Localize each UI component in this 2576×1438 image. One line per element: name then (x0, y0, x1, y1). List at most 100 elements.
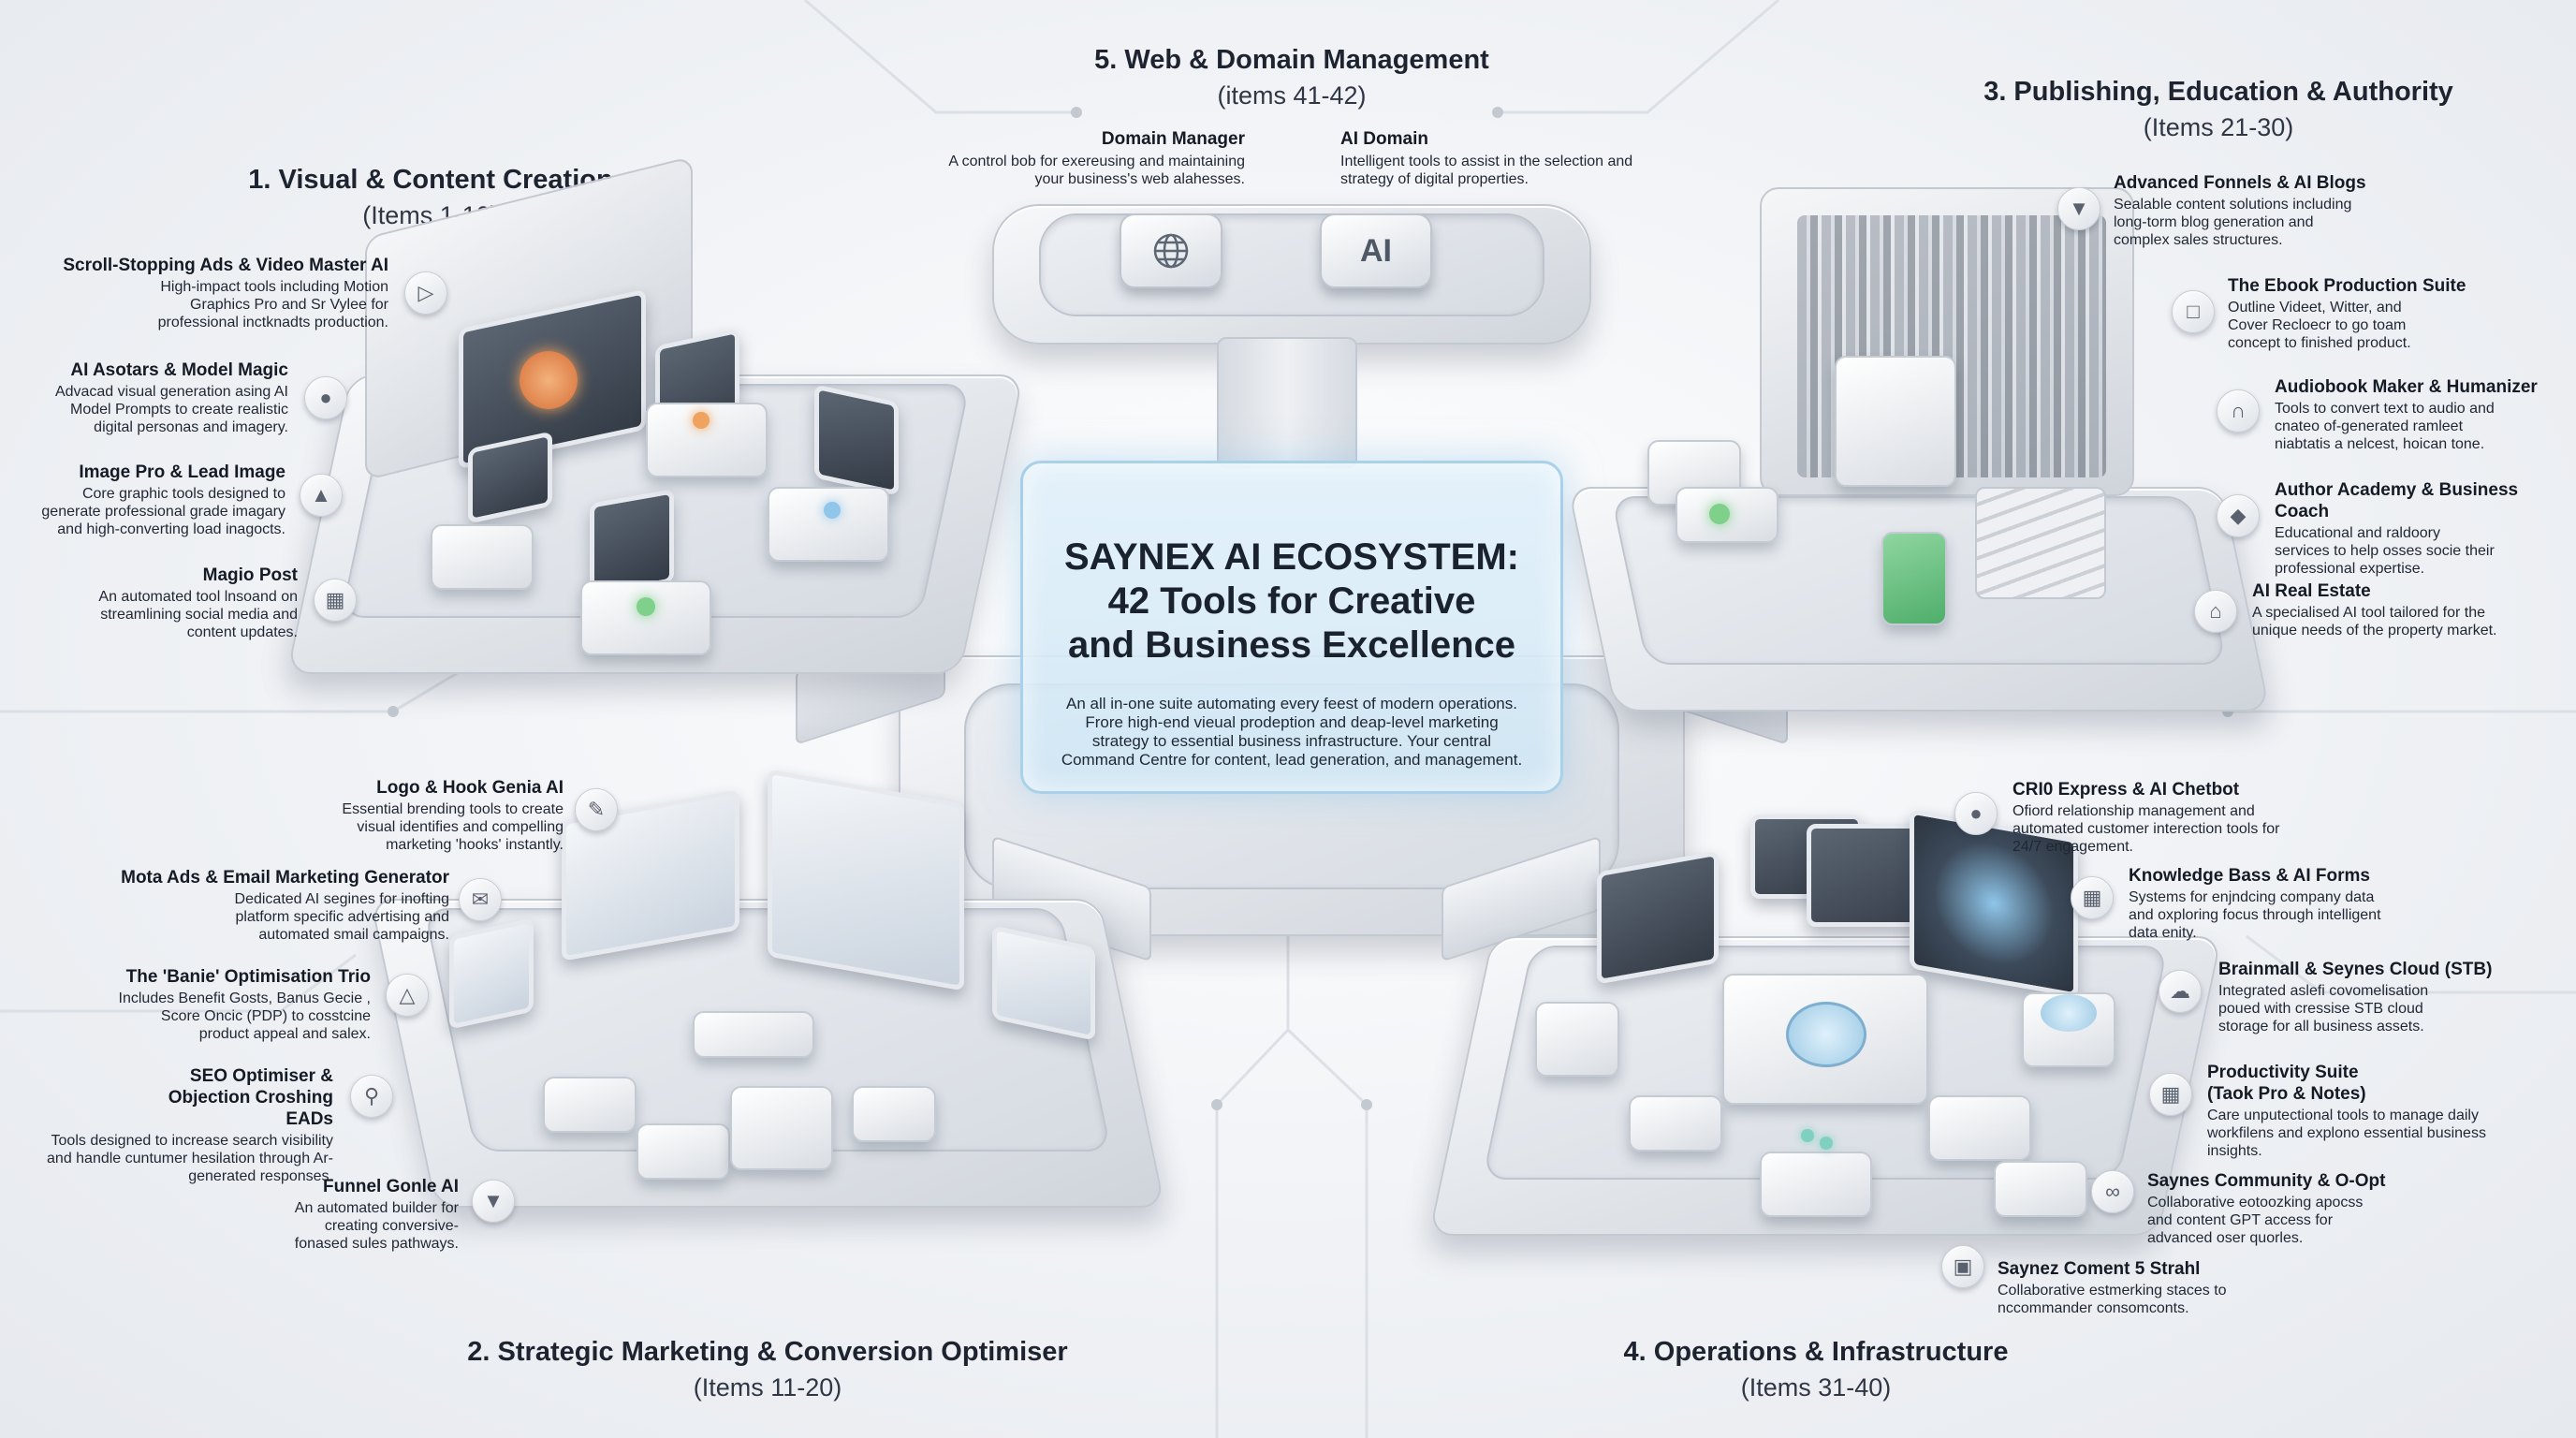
ops-stairs (1994, 1161, 2087, 1217)
item-description: Includes Benefit Gosts, Banus Gecie , Sc… (118, 990, 371, 1042)
item-title: Author Academy & Business Coach (2275, 480, 2519, 521)
hub-title-line-2: 42 Tools for Creative (1107, 580, 1476, 622)
item-title: Logo & Hook Genia AI (376, 778, 564, 798)
item-title: Saynes Community & O-Opt (2147, 1171, 2386, 1191)
item-description: A control bob for exereusing and maintai… (948, 154, 1245, 187)
item-description: Sealable content solutions including lon… (2114, 197, 2352, 248)
item-title: CRI0 Express & AI Chetbot (2012, 780, 2240, 800)
marketing-funnel-cube (730, 1086, 833, 1170)
item-title: Mota Ads & Email Marketing Generator (121, 868, 449, 888)
item-title: SEO Optimiser & Objection Croshing EADs (168, 1066, 333, 1129)
globe-icon (1786, 1002, 1866, 1067)
visual-item-3: Image Pro & Lead Image Core graphic tool… (0, 462, 285, 538)
item-description: A specialised AI tool tailored for the u… (2252, 605, 2497, 638)
item-description: High-impact tools including Motion Graph… (157, 279, 388, 330)
person-icon: ● (304, 376, 347, 419)
form-icon: ▦ (2071, 876, 2114, 919)
item-title: AI Asotars & Model Magic (70, 360, 288, 380)
section-3-heading: 3. Publishing, Education & Authority (It… (1928, 77, 2509, 142)
funnel-icon: ▼ (472, 1180, 515, 1223)
ops-item-4: Productivity Suite (Taok Pro & Notes) Ca… (2207, 1062, 2525, 1160)
item-title: AI Domain (1340, 129, 1428, 149)
item-description: Educational and raldoory services to hel… (2275, 525, 2495, 577)
item-description: Tools designed to increase search visibi… (47, 1133, 333, 1184)
section-4-heading: 4. Operations & Infrastructure (Items 31… (1507, 1337, 2125, 1402)
ops-item-1: CRI0 Express & AI Chetbot Ofiord relatio… (2012, 779, 2293, 856)
publishing-item-3: Audiobook Maker & Humanizer Tools to con… (2275, 376, 2555, 453)
visual-cube-3 (768, 487, 889, 562)
status-light-teal (1801, 1129, 1814, 1142)
item-title: Saynez Coment 5 Strahl (1998, 1259, 2201, 1279)
item-title: Funnel Gonle AI (323, 1177, 459, 1196)
team-icon: ● (1954, 792, 1998, 835)
grid-icon: ▦ (2149, 1073, 2192, 1116)
item-description: Tools to convert text to audio and cnate… (2275, 401, 2495, 452)
visual-cube-1 (431, 524, 534, 590)
item-title: The 'Banie' Optimisation Trio (125, 967, 371, 987)
ai-domain-key: AI (1320, 213, 1432, 288)
hub-glass-panel (1020, 461, 1563, 794)
cloud-icon: ☁ (2159, 970, 2202, 1013)
headphones-icon: ∩ (2217, 389, 2260, 433)
book-icon: □ (2172, 290, 2215, 333)
graduation-cap-icon: ◆ (2217, 494, 2260, 537)
ai-chip-icon: AI (1360, 232, 1392, 269)
ops-item-3: Brainmall & Seynes Cloud (STB) Integrate… (2166, 959, 2559, 1035)
hub-title-line-1: SAYNEX AI ECOSYSTEM: (1063, 536, 1520, 578)
status-light-teal-2 (1820, 1137, 1833, 1150)
email-icon: ✉ (459, 878, 502, 921)
marketing-cube-3 (693, 1011, 814, 1058)
section-4-title: 4. Operations & Infrastructure (1623, 1337, 2009, 1367)
visual-item-4: Magio Post An automated tool lnsoand on … (0, 565, 298, 641)
calendar-icon: ▦ (314, 579, 357, 622)
item-title: Magio Post (202, 565, 298, 585)
house-icon: ⌂ (2194, 590, 2237, 633)
item-description: An automated builder for creating conver… (294, 1200, 459, 1252)
ops-cube-3 (1760, 1152, 1872, 1217)
item-title: Domain Manager (1101, 129, 1245, 149)
ops-monitor-1 (1597, 850, 1719, 985)
item-title: Audiobook Maker & Humanizer (2275, 377, 2538, 397)
item-title: The Ebook Production Suite (2228, 276, 2466, 296)
visual-cube-4 (580, 580, 711, 655)
ops-item-2: Knowledge Bass & AI Forms Systems for en… (2129, 865, 2409, 942)
web-item-domain-manager: Domain Manager A control bob for exereus… (936, 129, 1245, 188)
item-title-line-2: (Taok Pro & Notes) (2207, 1084, 2366, 1104)
marketing-cube-1 (543, 1077, 637, 1133)
section-2-range: (Items 11-20) (693, 1373, 842, 1401)
hub-description: An all in-one suite automating every fee… (1061, 695, 1523, 769)
visual-card-screen (814, 384, 899, 496)
item-description: Dedicated AI segines for inofting platfo… (234, 891, 449, 943)
ops-item-6: Saynez Coment 5 Strahl Collaborative est… (1998, 1258, 2278, 1317)
item-title: Knowledge Bass & AI Forms (2129, 866, 2370, 886)
item-title: Image Pro & Lead Image (79, 462, 285, 482)
play-icon (520, 351, 578, 409)
section-5-title: 5. Web & Domain Management (1094, 45, 1489, 75)
item-description: Systems for enjndcing company data and o… (2129, 889, 2381, 941)
staircase (1975, 487, 2106, 599)
status-light-blue (824, 502, 841, 519)
item-description: Collaborative eotoozking apocss and cont… (2147, 1195, 2364, 1246)
section-2-heading: 2. Strategic Marketing & Conversion Opti… (393, 1337, 1142, 1402)
web-domain-platform-top (1039, 213, 1544, 316)
marketing-item-3: The 'Banie' Optimisation Trio Includes B… (0, 966, 371, 1043)
marketing-cube-4 (852, 1086, 936, 1142)
section-5-heading: 5. Web & Domain Management (items 41-42) (964, 45, 1619, 110)
item-description: Collaborative estmerking staces to nccom… (1998, 1283, 2227, 1316)
ops-cube-4 (1928, 1095, 2031, 1161)
web-item-ai-domain: AI Domain Intelligent tools to assist in… (1340, 129, 1640, 188)
marketing-item-5: Funnel Gonle AI An automated builder for… (84, 1176, 459, 1253)
section-4-range: (Items 31-40) (1740, 1373, 1892, 1401)
item-title: Brainmall & Seynes Cloud (STB) (2218, 960, 2493, 979)
status-light-green (637, 597, 655, 616)
marketing-side-screen (449, 917, 534, 1030)
item-description: Outline Videet, Witter, and Cover Recloe… (2228, 300, 2411, 351)
marketing-item-1: Logo & Hook Genia AI Essential brending … (189, 777, 564, 854)
globe-icon (1153, 233, 1189, 269)
chat-icon: ▣ (1941, 1245, 1984, 1288)
web-hub-connector (1217, 337, 1357, 468)
visual-item-1: Scroll-Stopping Ads & Video Master AI Hi… (14, 255, 388, 331)
item-description: Care unputectional tools to manage daily… (2207, 1108, 2486, 1159)
item-description: Advacad visual generation asing AI Model… (54, 384, 288, 435)
ebook-green (1881, 532, 1947, 625)
